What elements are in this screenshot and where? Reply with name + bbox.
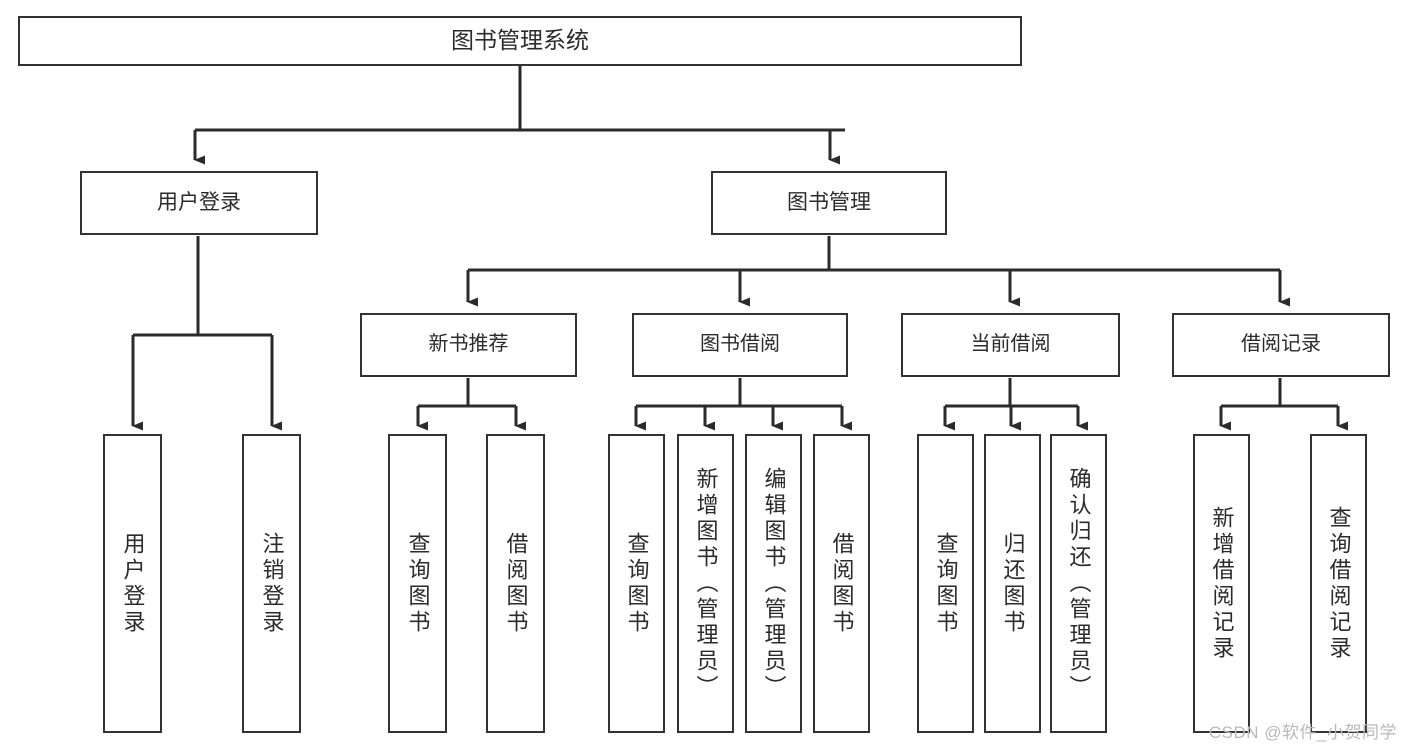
leaf-user-login-login[interactable]: 用户登录 <box>103 434 162 733</box>
leaf-current-confirm-return-admin[interactable]: 确认归还（管理员） <box>1050 434 1107 733</box>
leaf-record-query-record-label: 查询借阅记录 <box>1326 505 1352 662</box>
leaf-user-login-logout-label: 注销登录 <box>259 531 285 636</box>
leaf-borrow-edit-book-admin-label: 编辑图书（管理员） <box>761 466 787 701</box>
leaf-current-return-book[interactable]: 归还图书 <box>984 434 1041 733</box>
leaf-recommend-query-book-label: 查询图书 <box>405 531 431 636</box>
leaf-borrow-query-book-label: 查询图书 <box>624 531 650 636</box>
node-root-system[interactable]: 图书管理系统 <box>18 16 1022 66</box>
node-borrow-record[interactable]: 借阅记录 <box>1172 313 1390 377</box>
node-user-login[interactable]: 用户登录 <box>80 171 318 235</box>
leaf-current-confirm-return-admin-label: 确认归还（管理员） <box>1066 466 1092 701</box>
node-new-book-recommend-label: 新书推荐 <box>428 333 509 356</box>
leaf-borrow-edit-book-admin[interactable]: 编辑图书（管理员） <box>745 434 802 733</box>
leaf-user-login-logout[interactable]: 注销登录 <box>242 434 301 733</box>
leaf-borrow-borrow-book[interactable]: 借阅图书 <box>813 434 870 733</box>
node-root-system-label: 图书管理系统 <box>451 27 589 54</box>
leaf-borrow-add-book-admin-label: 新增图书（管理员） <box>693 466 719 701</box>
leaf-current-return-book-label: 归还图书 <box>1000 531 1026 636</box>
leaf-current-query-book[interactable]: 查询图书 <box>917 434 974 733</box>
node-book-management-label: 图书管理 <box>787 190 871 214</box>
node-new-book-recommend[interactable]: 新书推荐 <box>360 313 577 377</box>
leaf-recommend-borrow-book[interactable]: 借阅图书 <box>486 434 545 733</box>
node-book-borrow[interactable]: 图书借阅 <box>632 313 848 377</box>
leaf-borrow-add-book-admin[interactable]: 新增图书（管理员） <box>677 434 734 733</box>
leaf-recommend-query-book[interactable]: 查询图书 <box>388 434 447 733</box>
leaf-current-query-book-label: 查询图书 <box>933 531 959 636</box>
leaf-recommend-borrow-book-label: 借阅图书 <box>503 531 529 636</box>
leaf-borrow-query-book[interactable]: 查询图书 <box>608 434 665 733</box>
node-user-login-label: 用户登录 <box>157 190 241 214</box>
node-current-borrow[interactable]: 当前借阅 <box>901 313 1120 377</box>
leaf-borrow-borrow-book-label: 借阅图书 <box>829 531 855 636</box>
leaf-record-query-record[interactable]: 查询借阅记录 <box>1310 434 1367 733</box>
leaf-record-add-record-label: 新增借阅记录 <box>1209 505 1235 662</box>
leaf-record-add-record[interactable]: 新增借阅记录 <box>1193 434 1250 733</box>
csdn-watermark: CSDN @软件_小贺同学 <box>1208 723 1397 742</box>
node-book-management[interactable]: 图书管理 <box>711 171 947 235</box>
node-current-borrow-label: 当前借阅 <box>970 333 1051 356</box>
node-borrow-record-label: 借阅记录 <box>1241 333 1321 356</box>
node-book-borrow-label: 图书借阅 <box>700 333 780 356</box>
leaf-user-login-login-label: 用户登录 <box>120 531 146 636</box>
